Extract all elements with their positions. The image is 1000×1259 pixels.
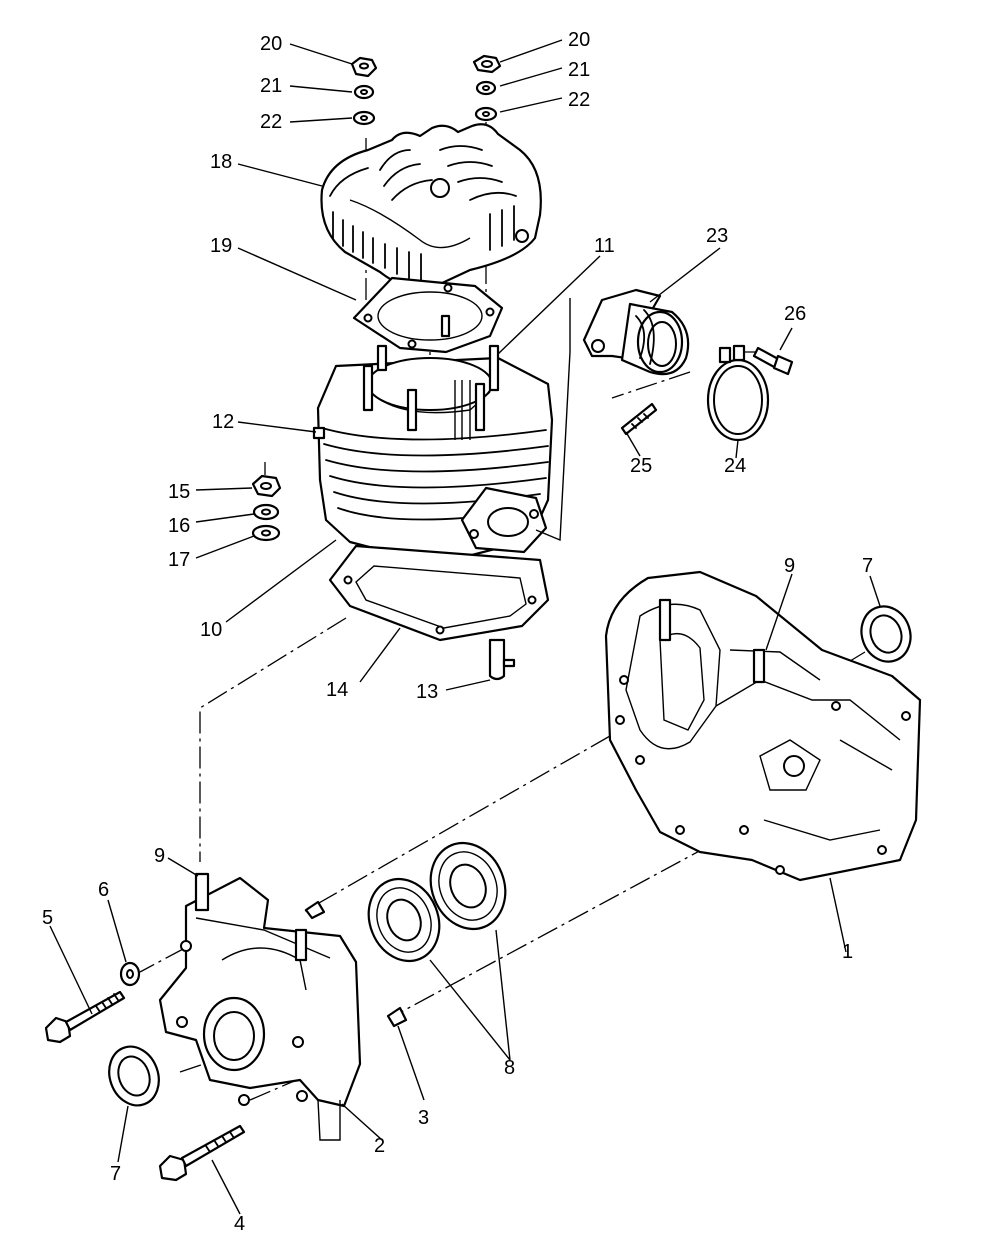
callout-23: 23 — [706, 225, 728, 247]
cylinder-head — [320, 123, 542, 290]
callout-9: 9 — [784, 555, 795, 577]
callout-25: 25 — [630, 455, 652, 477]
bearing-2 — [429, 841, 507, 931]
oil-seal-right — [860, 605, 912, 663]
callout-9: 9 — [154, 845, 165, 867]
callout-26: 26 — [784, 303, 806, 325]
callout-17: 17 — [168, 549, 190, 571]
callout-18: 18 — [210, 151, 232, 173]
callout-5: 5 — [42, 907, 53, 929]
callout-21: 21 — [260, 75, 282, 97]
leader-lines — [49, 39, 881, 1215]
bearing-1 — [367, 877, 441, 963]
callout-19: 19 — [210, 235, 232, 257]
clamp-screw — [752, 346, 794, 376]
callout-1: 1 — [842, 941, 853, 963]
callout-20: 20 — [260, 33, 282, 55]
callout-10: 10 — [200, 619, 222, 641]
callout-22: 22 — [568, 89, 590, 111]
bolt-5 — [44, 990, 126, 1044]
bolt-4 — [158, 1124, 246, 1182]
callout-2: 2 — [374, 1135, 385, 1157]
dowels — [304, 900, 408, 1028]
cylinder — [312, 314, 554, 562]
callout-8: 8 — [504, 1057, 515, 1079]
callout-15: 15 — [168, 481, 190, 503]
oil-seal-left — [108, 1045, 160, 1107]
callout-7: 7 — [862, 555, 873, 577]
intake-manifold — [582, 288, 690, 376]
nut-washers-20-22-left — [350, 56, 378, 126]
callout-13: 13 — [416, 681, 438, 703]
crankcase-left — [158, 872, 362, 1141]
callout-3: 3 — [418, 1107, 429, 1129]
callout-14: 14 — [326, 679, 348, 701]
manifold-stud — [620, 402, 658, 436]
hose-clamp — [706, 344, 770, 442]
washer-6 — [119, 961, 141, 987]
nut-washers-20-22-right — [472, 54, 502, 122]
callout-11: 11 — [594, 235, 615, 257]
callout-21: 21 — [568, 59, 590, 81]
crankcase-right — [604, 570, 922, 882]
head-gasket — [352, 276, 504, 354]
callout-6: 6 — [98, 879, 109, 901]
callout-20: 20 — [568, 29, 590, 51]
callout-24: 24 — [724, 455, 746, 477]
callout-labels: 20 21 22 20 21 22 18 19 11 23 26 25 24 1… — [42, 29, 873, 1235]
base-gasket — [328, 544, 550, 642]
dowel-pin — [488, 638, 516, 681]
callout-12: 12 — [212, 411, 234, 433]
callout-7: 7 — [110, 1163, 121, 1185]
callout-4: 4 — [234, 1213, 245, 1235]
nut-washers-15-17 — [251, 474, 282, 542]
callout-22: 22 — [260, 111, 282, 133]
callout-16: 16 — [168, 515, 190, 537]
